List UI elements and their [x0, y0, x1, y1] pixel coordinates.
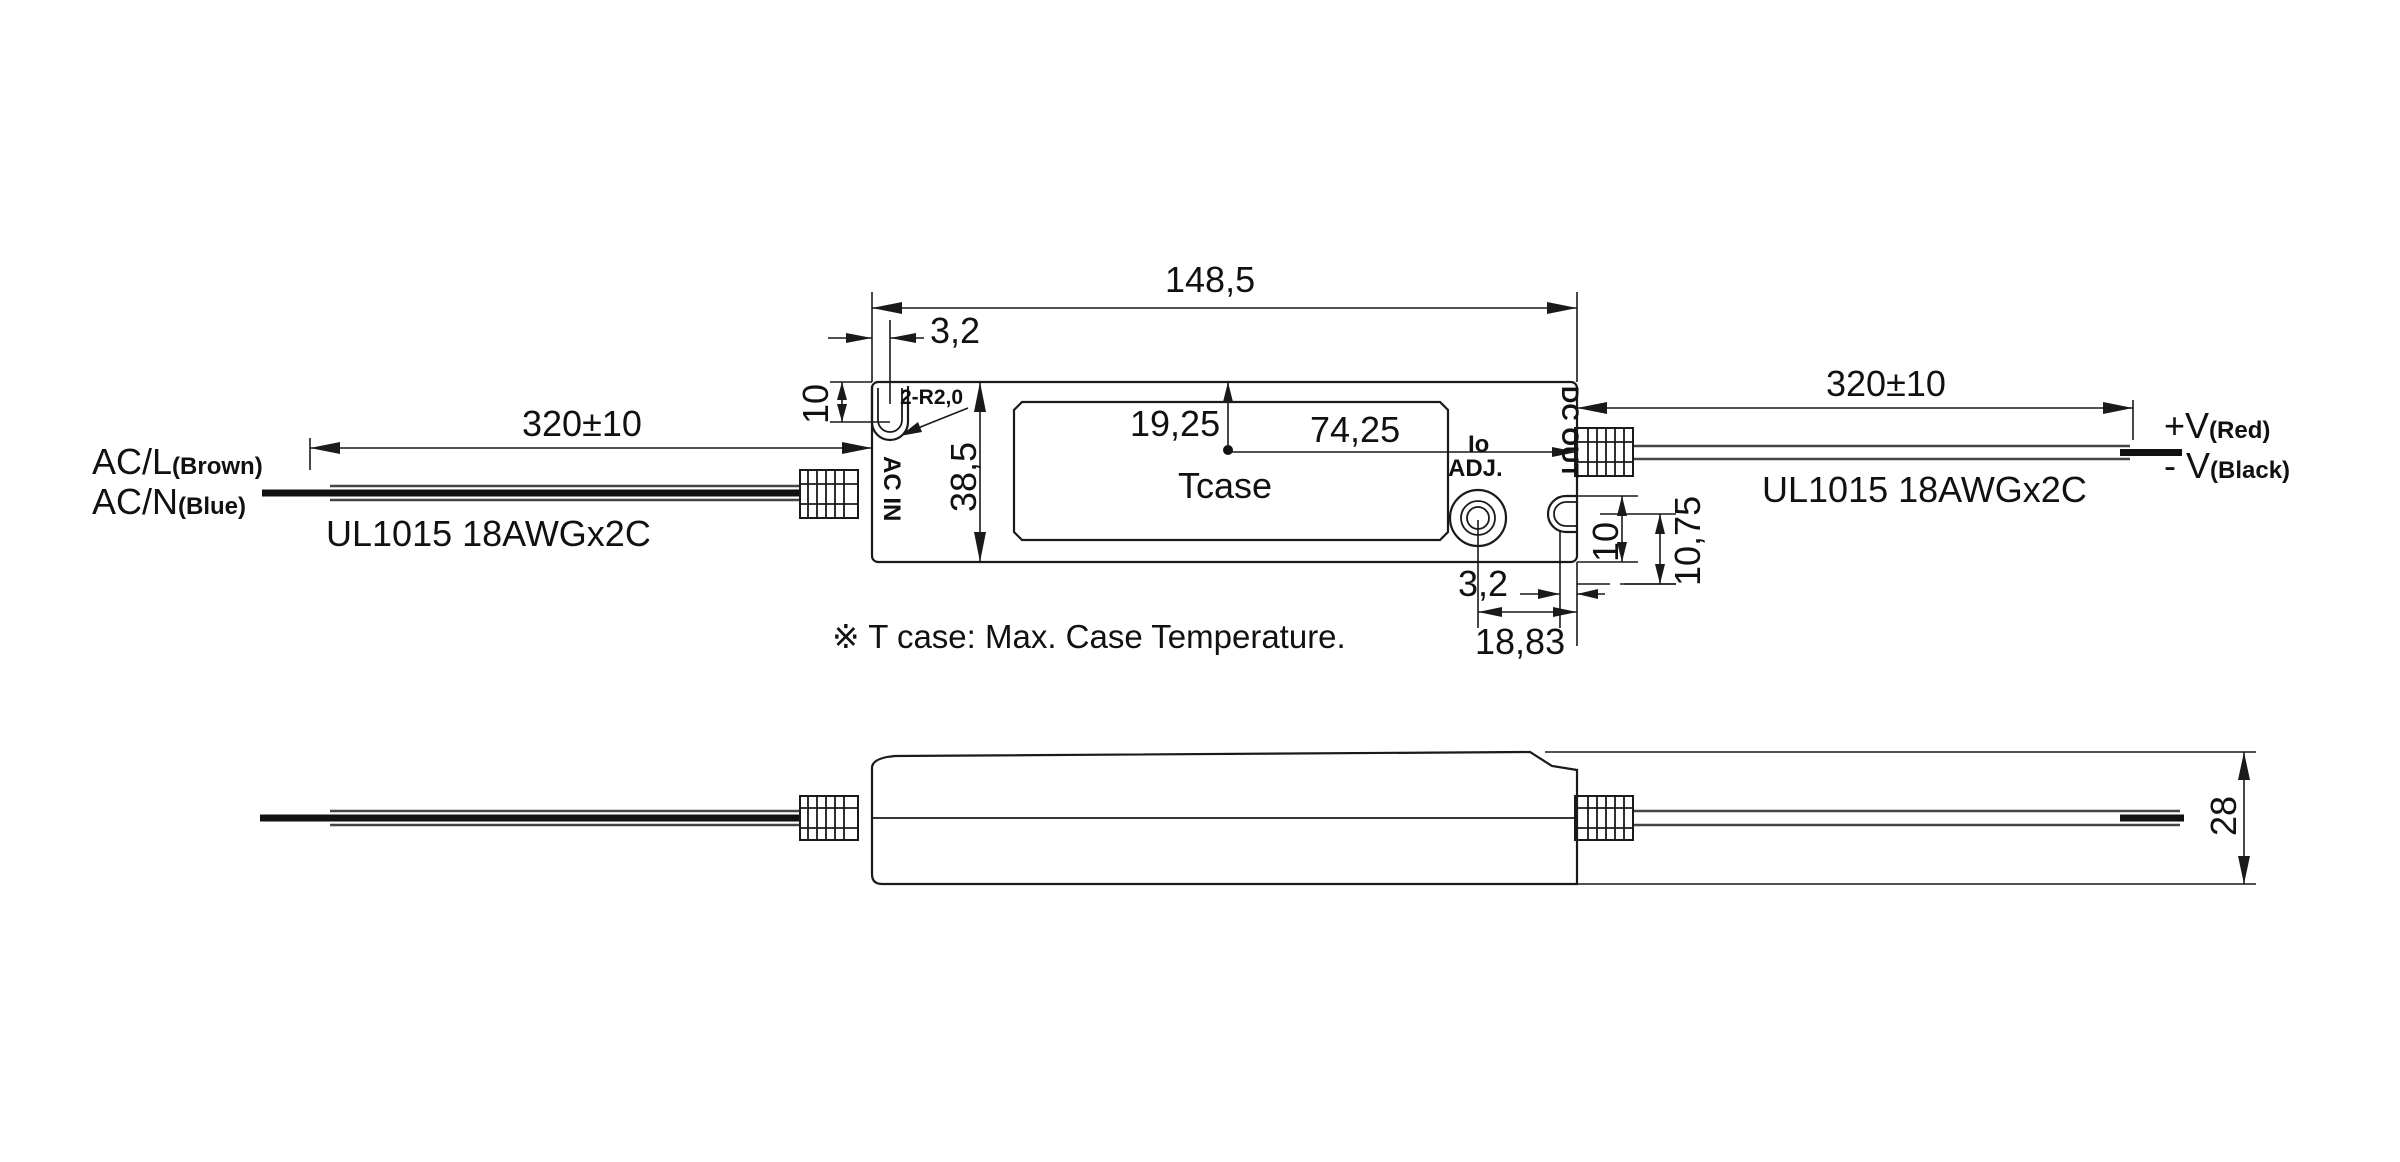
label-recess [1012, 400, 1450, 542]
side-left-strain-relief [799, 795, 859, 841]
ac-in-label: AC IN [878, 456, 905, 521]
dc-out-label: DC OUT [1556, 386, 1583, 478]
tcase-label: Tcase [1178, 465, 1272, 506]
right-cable-spec: UL1015 18AWGx2C [1762, 469, 2087, 510]
dim-tcase-x [1228, 447, 1577, 457]
dim-body-height [974, 382, 986, 562]
ac-l-label: AC/L(Brown) [92, 441, 263, 482]
dim-side-height-label: 28 [2203, 796, 2244, 836]
dim-body-height-label: 38,5 [943, 442, 984, 512]
dim-adj-x [1477, 520, 1577, 628]
dim-right-cable-label: 320±10 [1826, 363, 1946, 404]
left-mounting-slot [870, 386, 910, 442]
dim-overall-length-label: 148,5 [1165, 259, 1255, 300]
hole-spec-leader [900, 407, 969, 436]
right-cable [1574, 427, 2182, 477]
dim-adj-x-label: 18,83 [1475, 621, 1565, 662]
dim-adj-y-label: 10,75 [1667, 496, 1708, 586]
dim-side-height [1545, 751, 2256, 885]
adj-label: ADJ. [1448, 455, 1503, 482]
right-mounting-slot [1546, 494, 1577, 534]
note-text: ※ T case: Max. Case Temperature. [832, 618, 1346, 655]
dim-hole-offset-x [828, 320, 924, 404]
v-plus-label: +V(Red) [2164, 405, 2270, 446]
dim-overall-length [871, 292, 1578, 382]
dim-right-hole-x-label: 3,2 [1458, 563, 1508, 604]
housing-side [870, 750, 1579, 886]
dim-hole-offset-y [830, 381, 890, 423]
dim-right-hole-y-label: 10 [1585, 522, 1626, 562]
dim-left-cable [309, 438, 872, 470]
dim-tcase-y-label: 74,25 [1310, 409, 1400, 450]
top-view: 148,5 3,2 10 2-R2,0 38,5 19,25 74,25 10 … [92, 259, 2290, 662]
hole-spec-label: 2-R2,0 [900, 386, 963, 409]
left-strain-relief [799, 469, 859, 519]
dim-hole-offset-x-label: 3,2 [930, 310, 980, 351]
dim-right-hole-y [1566, 495, 1638, 563]
ac-n-label: AC/N(Blue) [92, 481, 246, 522]
dim-hole-offset-y-label: 10 [795, 384, 836, 424]
io-label: Io [1468, 431, 1489, 458]
dim-right-cable [1577, 400, 2134, 440]
dim-tcase-x-label: 19,25 [1130, 403, 1220, 444]
dim-tcase-y [1223, 382, 1233, 450]
left-cable-spec: UL1015 18AWGx2C [326, 513, 651, 554]
v-minus-label: - V(Black) [2164, 445, 2290, 486]
dim-left-cable-label: 320±10 [522, 403, 642, 444]
left-cable [262, 469, 859, 519]
side-view: 28 [260, 750, 2256, 886]
dim-adj-y [1577, 513, 1676, 585]
